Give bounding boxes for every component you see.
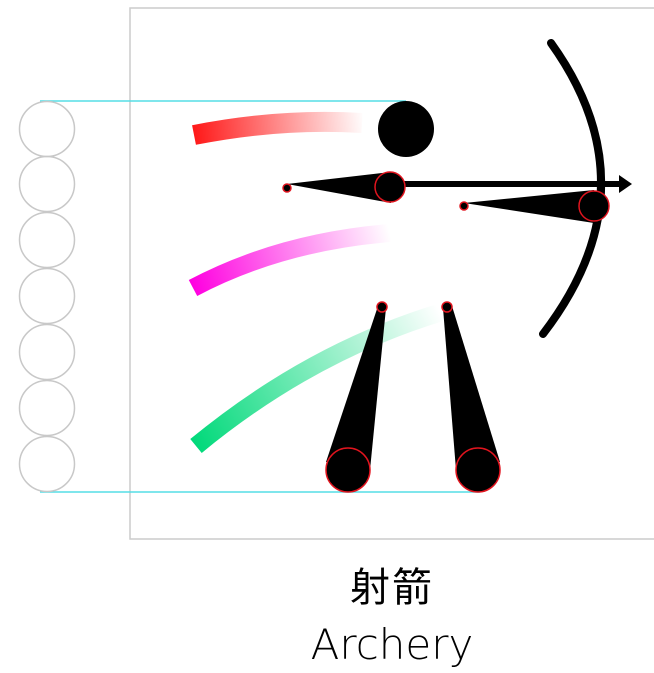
scale-circle [20,437,75,492]
motion-trail-top [194,122,362,135]
joint-marker [579,191,609,221]
joint-marker [283,184,291,192]
joint-marker [456,448,500,492]
archer-draw-arm [283,172,405,203]
archer-head [378,101,434,157]
scale-circle [20,269,75,324]
motion-trail-bottom [196,312,442,446]
scale-circle [20,102,75,157]
archer-bow-arm [460,190,609,223]
arrow-icon [392,175,632,193]
caption-chinese-title: 射箭 [0,565,654,611]
motion-trail-middle [193,233,390,288]
scale-circle [20,325,75,380]
bow-icon [543,43,601,334]
joint-marker [326,448,370,492]
scale-circle [20,381,75,436]
scale-circle [20,213,75,268]
joint-marker [375,172,405,202]
height-scale [20,102,75,492]
joint-marker [460,202,468,210]
archer-right-leg [442,302,500,492]
scale-circle [20,157,75,212]
joint-marker [377,302,387,312]
joint-marker [442,302,452,312]
archer-left-leg [326,302,387,492]
caption-english-title: Archery [0,620,654,670]
